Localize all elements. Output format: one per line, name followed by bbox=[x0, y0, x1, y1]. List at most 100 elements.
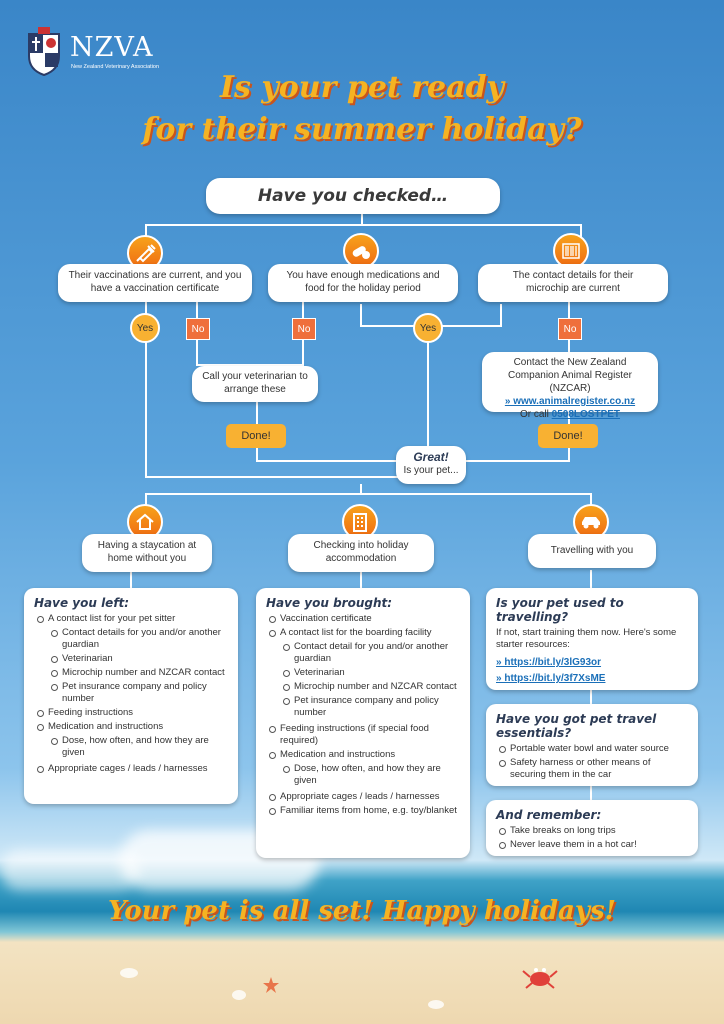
nzcar-phone[interactable]: 0508LOSTPET bbox=[551, 409, 621, 420]
connector bbox=[256, 448, 258, 462]
list-item: Take breaks on long trips bbox=[499, 825, 688, 837]
connector bbox=[568, 448, 570, 462]
logo-name: NZVA bbox=[70, 32, 154, 63]
connector bbox=[196, 338, 198, 366]
connector bbox=[360, 570, 362, 588]
connector bbox=[196, 364, 304, 366]
list-item: Microchip number and NZCAR contact bbox=[51, 667, 228, 679]
check-box-microchip: The contact details for their microchip … bbox=[478, 264, 668, 302]
header-text: Have you checked… bbox=[257, 186, 449, 206]
list-item: Veterinarian bbox=[283, 667, 460, 679]
list-item: Familiar items from home, e.g. toy/blank… bbox=[269, 805, 460, 817]
list-item: Microchip number and NZCAR contact bbox=[283, 681, 460, 693]
list-item-text: Medication and instructions bbox=[48, 721, 164, 732]
connector bbox=[590, 786, 592, 800]
checklist: Portable water bowl and water source Saf… bbox=[496, 743, 688, 781]
connector bbox=[145, 300, 147, 478]
option-text: Travelling with you bbox=[550, 545, 634, 556]
panel-remember: And remember: Take breaks on long trips … bbox=[486, 800, 698, 856]
connector bbox=[590, 570, 592, 588]
connector bbox=[145, 224, 581, 226]
list-item: Contact detail for you and/or another gu… bbox=[283, 641, 460, 665]
option-box-accommodation: Checking into holiday accommodation bbox=[288, 534, 434, 572]
great-subtitle: Is your pet... bbox=[403, 465, 459, 476]
nzcar-box: Contact the New Zealand Companion Animal… bbox=[482, 352, 658, 420]
no-badge: No bbox=[558, 318, 582, 340]
connector bbox=[145, 493, 591, 495]
list-item: Appropriate cages / leads / harnesses bbox=[37, 763, 228, 775]
panel-title: Have you brought: bbox=[266, 596, 393, 610]
list-item: Portable water bowl and water source bbox=[499, 743, 688, 755]
starfish-icon bbox=[263, 977, 279, 993]
connector bbox=[256, 460, 404, 462]
no-badge: No bbox=[292, 318, 316, 340]
connector bbox=[427, 342, 429, 450]
cloud bbox=[0, 850, 140, 890]
list-item: Feeding instructions bbox=[37, 707, 228, 719]
checklist: Take breaks on long trips Never leave th… bbox=[496, 825, 688, 851]
connector bbox=[196, 300, 198, 320]
connector bbox=[360, 304, 362, 326]
crest-icon bbox=[28, 27, 60, 76]
list-item: A contact list for the boarding facility… bbox=[269, 627, 460, 719]
connector bbox=[568, 412, 570, 424]
vet-text: Call your veterinarian to arrange these bbox=[202, 371, 308, 395]
logo: NZVA New Zealand Veterinary Association bbox=[26, 26, 176, 76]
connector bbox=[302, 338, 304, 366]
connector bbox=[130, 570, 132, 588]
barcode-icon bbox=[562, 243, 580, 259]
option-text: Having a staycation at home without you bbox=[97, 540, 197, 564]
list-item-text: A contact list for your pet sitter bbox=[48, 613, 176, 624]
connector bbox=[145, 476, 405, 478]
resource-link-2[interactable]: » https://bit.ly/3f7XsME bbox=[496, 673, 606, 684]
panel-travel-essentials: Have you got pet travel essentials? Port… bbox=[486, 704, 698, 786]
nzcar-call-prefix: Or call bbox=[519, 409, 552, 420]
list-item: Medication and instructions Dose, how of… bbox=[37, 721, 228, 759]
option-text: Checking into holiday accommodation bbox=[313, 540, 409, 564]
list-item: Vaccination certificate bbox=[269, 613, 460, 625]
shell-decoration bbox=[232, 990, 246, 1000]
connector bbox=[145, 224, 147, 238]
panel-title: And remember: bbox=[496, 808, 602, 822]
title-line-1: Is your pet ready bbox=[220, 70, 504, 105]
nzcar-link[interactable]: » www.animalregister.co.nz bbox=[504, 396, 636, 407]
list-item-text: Medication and instructions bbox=[280, 749, 396, 760]
list-item: Contact details for you and/or another g… bbox=[51, 627, 228, 651]
great-box: Great! Is your pet... bbox=[396, 446, 466, 484]
list-item: Dose, how often, and how they are given bbox=[283, 763, 460, 787]
check-icon-medications bbox=[343, 233, 379, 269]
connector bbox=[361, 212, 363, 226]
list-item: Pet insurance company and policy number bbox=[51, 681, 228, 705]
nzcar-call: Or call 0508LOSTPET bbox=[488, 408, 652, 421]
list-item: Appropriate cages / leads / harnesses bbox=[269, 791, 460, 803]
shell-decoration bbox=[120, 968, 138, 978]
done-badge: Done! bbox=[226, 424, 286, 448]
list-item: Dose, how often, and how they are given bbox=[51, 735, 228, 759]
connector bbox=[590, 690, 592, 704]
syringe-icon bbox=[136, 244, 156, 263]
option-box-travelling: Travelling with you bbox=[528, 534, 656, 568]
connector bbox=[360, 484, 362, 494]
connector bbox=[256, 400, 258, 424]
checklist: Vaccination certificate A contact list f… bbox=[266, 613, 460, 817]
check-icon-microchip bbox=[553, 233, 589, 269]
list-item: Feeding instructions (if special food re… bbox=[269, 723, 460, 747]
connector bbox=[145, 493, 147, 505]
connector bbox=[568, 300, 570, 318]
list-item: Medication and instructions Dose, how of… bbox=[269, 749, 460, 787]
header-box: Have you checked… bbox=[206, 178, 500, 214]
house-icon bbox=[136, 513, 154, 530]
logo-subtitle: New Zealand Veterinary Association bbox=[71, 64, 160, 70]
yes-badge: Yes bbox=[130, 313, 160, 343]
check-box-vaccinations: Their vaccinations are current, and you … bbox=[58, 264, 252, 302]
resource-link-1[interactable]: » https://bit.ly/3lG93or bbox=[496, 657, 602, 668]
panel-title: Have you got pet travel essentials? bbox=[496, 712, 657, 740]
check-text: Their vaccinations are current, and you … bbox=[68, 270, 242, 294]
list-item: Never leave them in a hot car! bbox=[499, 839, 688, 851]
panel-title: Is your pet used to travelling? bbox=[496, 596, 624, 624]
list-item: Pet insurance company and policy number bbox=[283, 695, 460, 719]
check-text: The contact details for their microchip … bbox=[512, 270, 634, 294]
great-title: Great! bbox=[413, 450, 449, 464]
list-item: Veterinarian bbox=[51, 653, 228, 665]
